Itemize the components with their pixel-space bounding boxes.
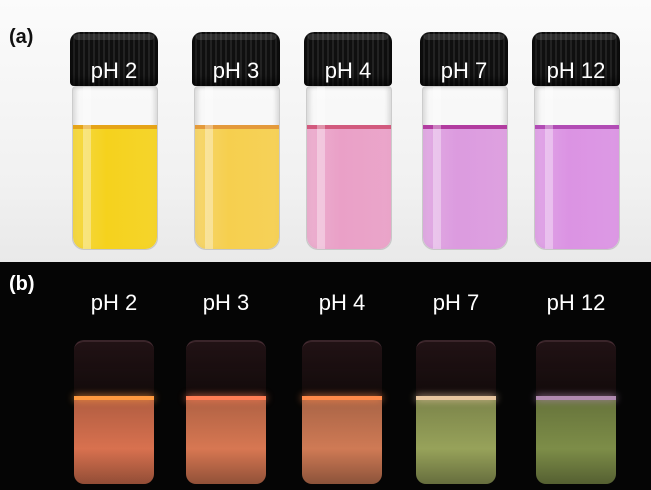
vial-b-ph7: pH 7 <box>410 262 502 490</box>
fluorescent-liquid <box>186 396 266 484</box>
vial-label: pH 2 <box>90 58 138 83</box>
liquid <box>73 129 157 249</box>
meniscus-glow <box>186 396 266 400</box>
glass-body <box>534 86 620 250</box>
vial-label: pH 3 <box>212 58 260 83</box>
vial-a-ph2: pH 2 <box>68 32 160 250</box>
liquid <box>535 129 619 249</box>
fluorescent-liquid <box>74 396 154 484</box>
vial-b-ph2: pH 2 <box>68 262 160 490</box>
vial-cap: pH 7 <box>420 32 508 86</box>
vial-cap: pH 12 <box>532 32 620 86</box>
glass-body <box>194 86 280 250</box>
meniscus <box>535 125 619 129</box>
vial-headspace <box>536 340 616 398</box>
panel-b-uv: (b) pH 2 pH 3 pH 4 pH 7 pH 12 <box>0 262 651 490</box>
vial-a-ph3: pH 3 <box>190 32 282 250</box>
liquid <box>307 129 391 249</box>
fluorescent-liquid <box>416 396 496 484</box>
fluorescent-liquid <box>536 396 616 484</box>
meniscus <box>73 125 157 129</box>
vial-label: pH 7 <box>432 290 480 315</box>
vial-a-ph4: pH 4 <box>302 32 394 250</box>
vial-headspace <box>302 340 382 398</box>
vial-label: pH 4 <box>324 58 372 83</box>
vial-label: pH 2 <box>90 290 138 315</box>
vial-label: pH 12 <box>546 290 606 315</box>
vial-cap: pH 4 <box>304 32 392 86</box>
vial-headspace <box>416 340 496 398</box>
liquid <box>423 129 507 249</box>
meniscus-glow <box>536 396 616 400</box>
meniscus-glow <box>416 396 496 400</box>
panel-label-b: (b) <box>9 273 35 295</box>
vial-b-ph4: pH 4 <box>296 262 388 490</box>
panel-a-daylight: (a) pH 2 pH 3 <box>0 0 651 262</box>
vial-headspace <box>186 340 266 398</box>
panel-label-a: (a) <box>9 26 34 48</box>
vial-a-ph7: pH 7 <box>418 32 510 250</box>
vial-label: pH 3 <box>202 290 250 315</box>
liquid <box>195 129 279 249</box>
glass-body <box>306 86 392 250</box>
meniscus <box>423 125 507 129</box>
vial-b-ph3: pH 3 <box>180 262 272 490</box>
meniscus <box>307 125 391 129</box>
vial-cap: pH 2 <box>70 32 158 86</box>
vial-cap: pH 3 <box>192 32 280 86</box>
meniscus-glow <box>74 396 154 400</box>
meniscus-glow <box>302 396 382 400</box>
vial-b-ph12: pH 12 <box>530 262 622 490</box>
meniscus <box>195 125 279 129</box>
vial-label: pH 7 <box>440 58 488 83</box>
vial-headspace <box>74 340 154 398</box>
glass-body <box>422 86 508 250</box>
vial-label: pH 4 <box>318 290 366 315</box>
glass-body <box>72 86 158 250</box>
vial-a-ph12: pH 12 <box>530 32 622 250</box>
vial-label: pH 12 <box>546 58 606 83</box>
fluorescent-liquid <box>302 396 382 484</box>
